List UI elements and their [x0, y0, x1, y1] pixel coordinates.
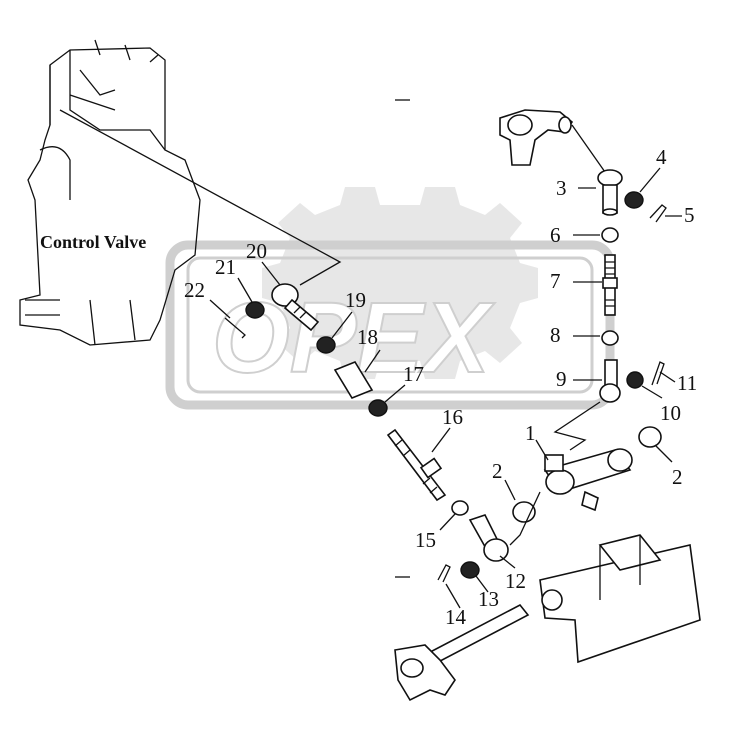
- callout-1: 1: [525, 421, 536, 445]
- part-9-rod-end: [599, 359, 621, 403]
- part-2-bushing-left: [512, 501, 536, 523]
- callout-9: 9: [556, 367, 567, 391]
- callout-15: 15: [415, 528, 436, 552]
- upper-lever: [499, 109, 574, 166]
- watermark-gear: [165, 187, 615, 410]
- part-14-pin: [437, 564, 451, 583]
- part-17-nut: [368, 399, 388, 417]
- part-4-nut: [624, 191, 644, 209]
- part-8-nut: [601, 330, 619, 346]
- part-2-bushing-right: [638, 426, 662, 448]
- part-7-bolt: [602, 254, 618, 316]
- callout-10: 10: [660, 401, 681, 425]
- mounting-bracket: [539, 534, 701, 664]
- callout-2-right: 2: [672, 465, 683, 489]
- part-18-spacer: [333, 361, 374, 399]
- callout-2-left: 2: [492, 459, 503, 483]
- control-valve-label: Control Valve: [40, 232, 146, 252]
- part-3-rod-end: [597, 169, 623, 216]
- lower-shaft-lever: [394, 603, 530, 702]
- part-22-pin: [224, 317, 246, 339]
- callout-22: 22: [184, 278, 205, 302]
- callout-13: 13: [478, 587, 499, 611]
- leader-lines: [209, 167, 682, 609]
- callout-6: 6: [550, 223, 561, 247]
- part-20-rod-end: [271, 283, 320, 332]
- callout-3: 3: [556, 176, 567, 200]
- callout-20: 20: [246, 239, 267, 263]
- part-1-lever: [543, 448, 633, 512]
- callout-17: 17: [403, 362, 424, 386]
- callout-8: 8: [550, 323, 561, 347]
- callout-12: 12: [505, 569, 526, 593]
- part-15-nut: [451, 500, 469, 516]
- part-11-pin: [651, 361, 665, 386]
- part-12-rod-end: [468, 514, 509, 562]
- callout-5: 5: [684, 203, 695, 227]
- part-6-nut: [601, 227, 619, 243]
- callout-21: 21: [215, 255, 236, 279]
- callouts: 1 2 2 3 4 5 6 7 8 9 10 11 12 13 14 15 16…: [184, 145, 697, 629]
- part-13-nut: [460, 561, 480, 579]
- part-16-bolt: [386, 428, 447, 502]
- control-valve-drawing: [19, 39, 342, 346]
- callout-4: 4: [656, 145, 667, 169]
- part-21-nut: [245, 301, 265, 319]
- part-10-nut: [626, 371, 644, 389]
- callout-14: 14: [445, 605, 467, 629]
- callout-19: 19: [345, 288, 366, 312]
- callout-18: 18: [357, 325, 378, 349]
- part-5-pin: [649, 204, 667, 223]
- callout-7: 7: [550, 269, 561, 293]
- part-19-nut: [316, 336, 336, 354]
- callout-11: 11: [677, 371, 697, 395]
- callout-16: 16: [442, 405, 463, 429]
